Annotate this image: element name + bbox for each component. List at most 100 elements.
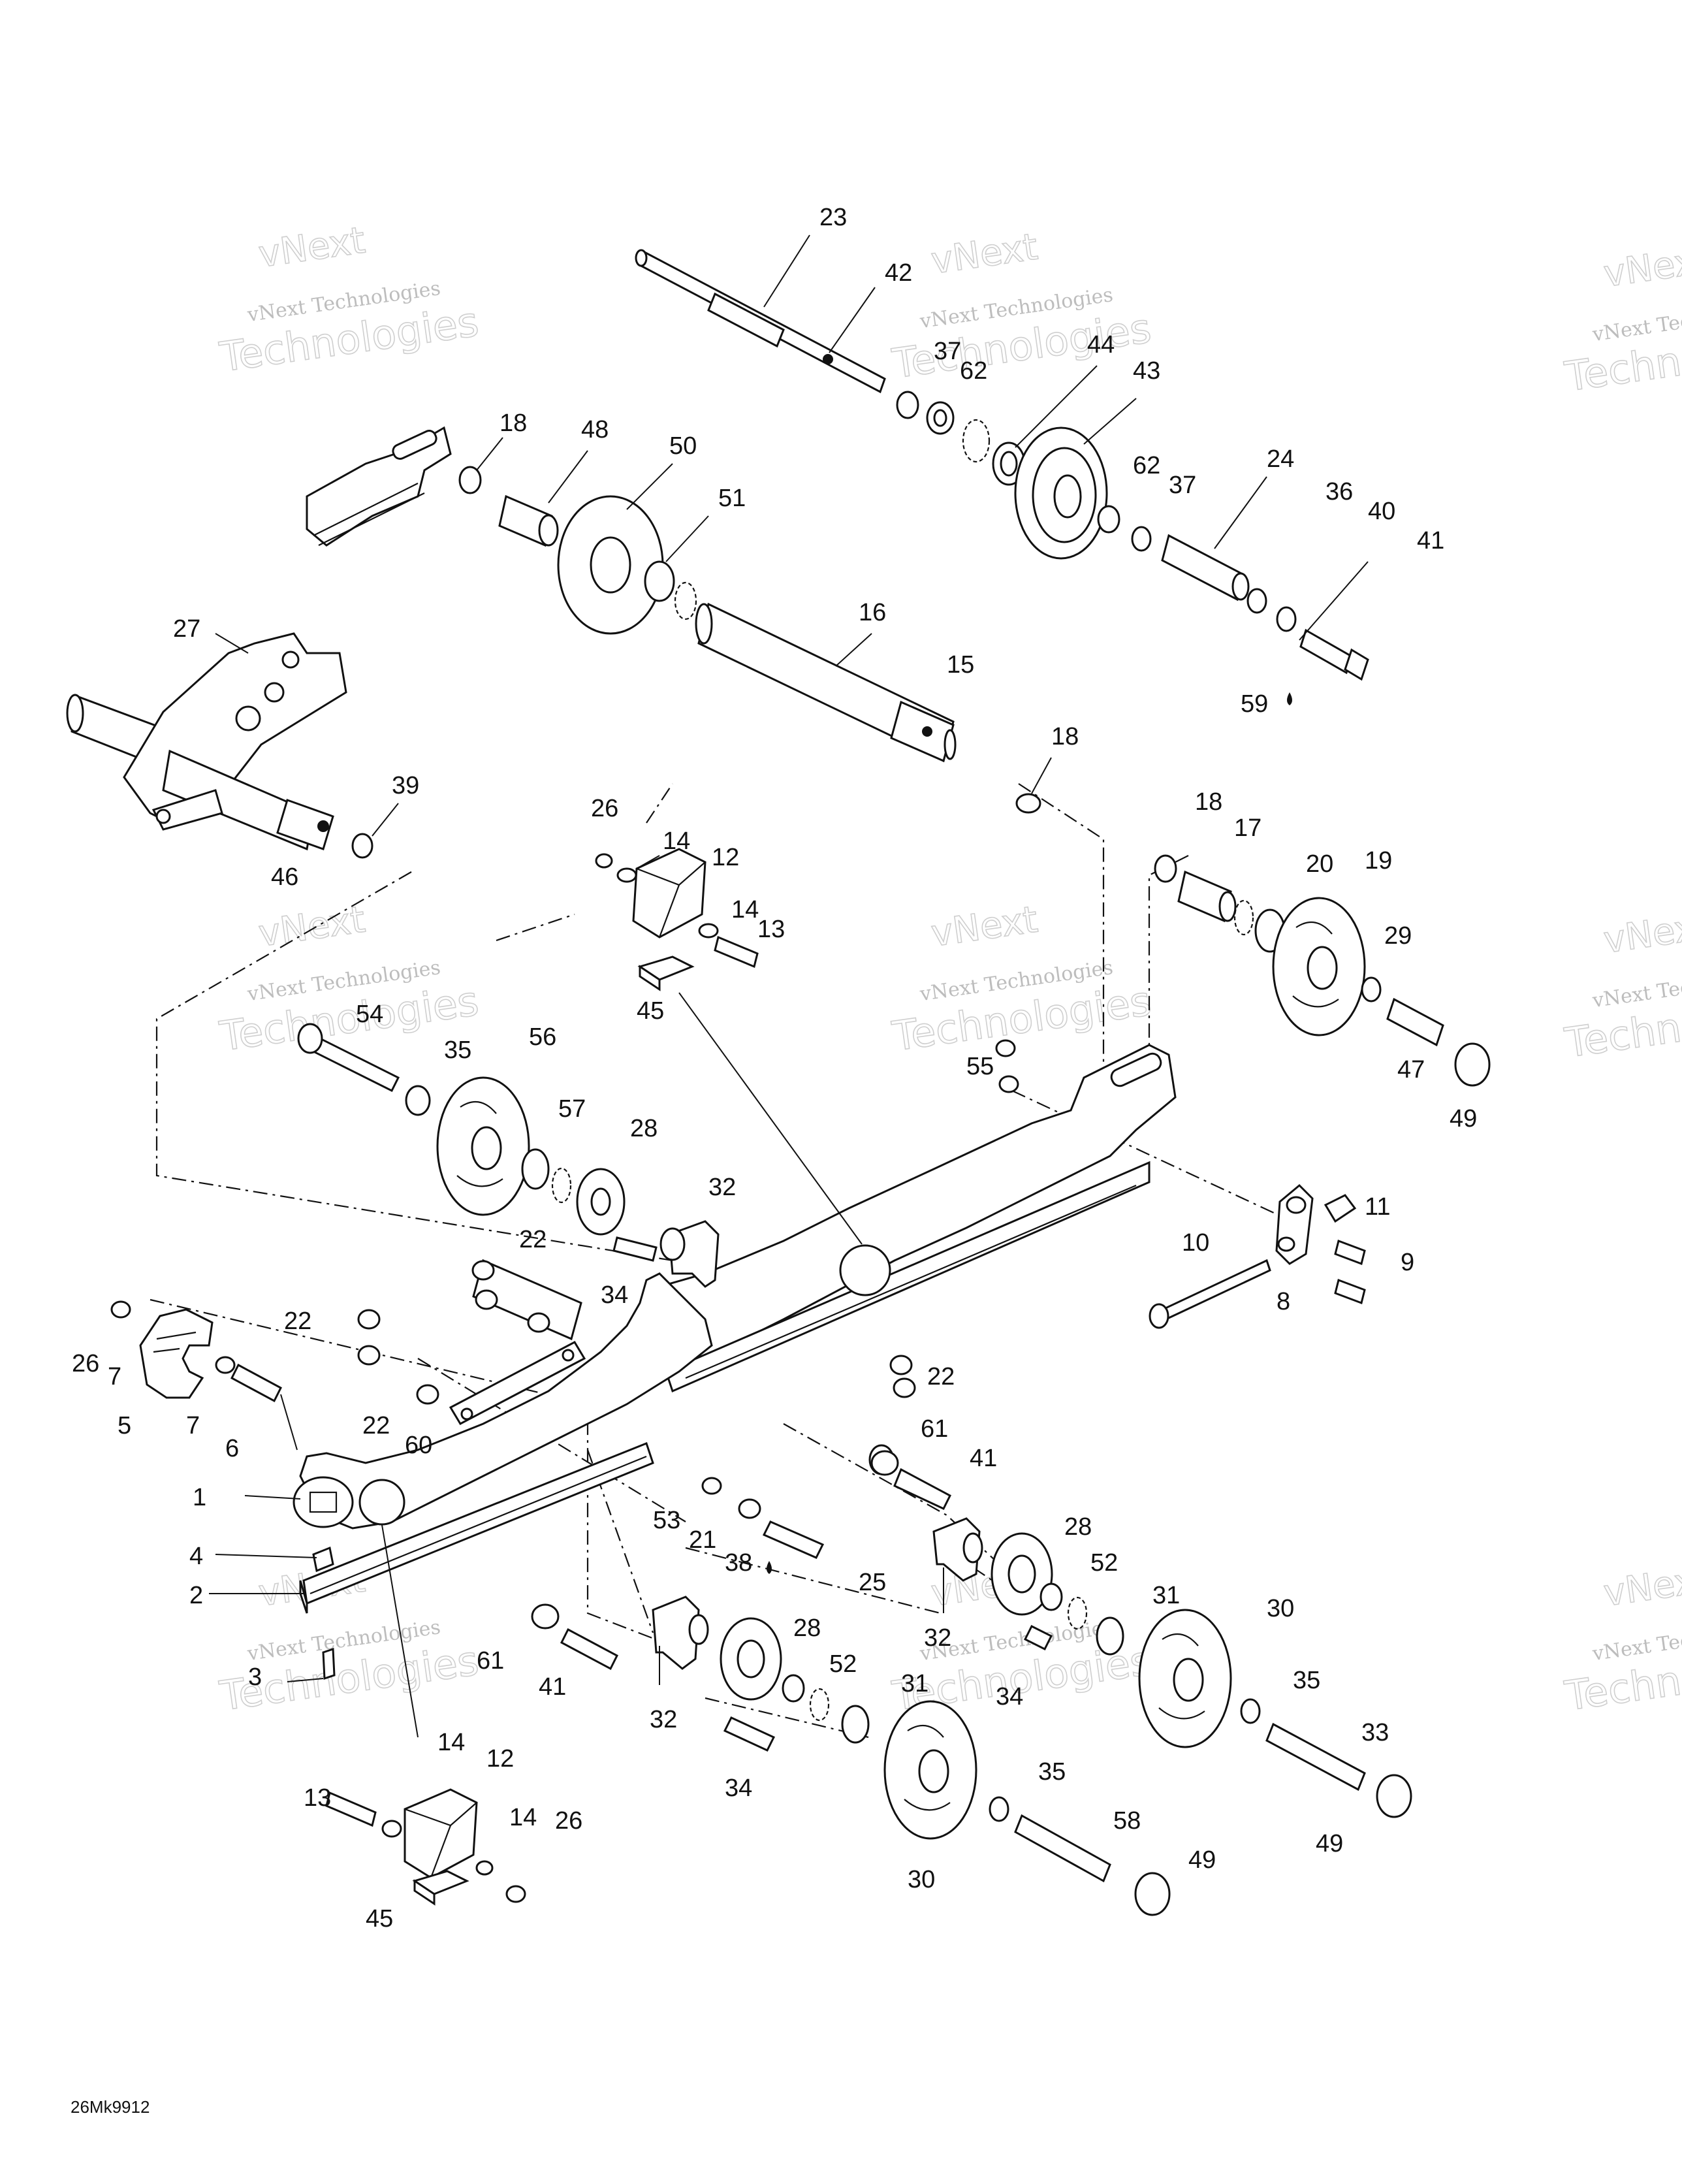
callout-label: 44 bbox=[1087, 331, 1115, 359]
rail-hardware bbox=[868, 1039, 1366, 1510]
callout-label: 35 bbox=[444, 1036, 471, 1064]
callout-label: 13 bbox=[757, 916, 785, 943]
idler-axle-23 bbox=[635, 249, 886, 394]
callout-label: 35 bbox=[1293, 1667, 1320, 1694]
callout-label: 19 bbox=[1365, 847, 1392, 875]
slider-block-12-top bbox=[595, 848, 759, 991]
callout-label: 5 bbox=[118, 1412, 131, 1439]
callout-label: 56 bbox=[529, 1023, 556, 1051]
front-bumper-5 bbox=[110, 1300, 282, 1403]
callout-label: 61 bbox=[921, 1415, 948, 1443]
shock-mount-32-top bbox=[612, 1220, 720, 1288]
callout-label: 7 bbox=[186, 1412, 200, 1439]
upper-left-wheel-assembly bbox=[306, 426, 697, 635]
svg-text:vNext: vNext bbox=[928, 226, 1040, 283]
callout-label: 49 bbox=[1450, 1105, 1477, 1132]
callout-label: 35 bbox=[1038, 1758, 1066, 1786]
callout-label: 41 bbox=[539, 1673, 566, 1701]
callout-label: 22 bbox=[519, 1226, 547, 1253]
shock-mount-32-bottom bbox=[652, 1596, 1171, 1916]
callout-label: 32 bbox=[924, 1624, 951, 1652]
callout-label: 21 bbox=[689, 1526, 716, 1554]
callout-label: 32 bbox=[650, 1706, 677, 1733]
callout-label: 18 bbox=[500, 410, 527, 437]
leader-lines bbox=[209, 234, 1369, 1738]
callout-label: 22 bbox=[284, 1308, 311, 1335]
callout-label: 2 bbox=[189, 1582, 203, 1609]
callout-label: 37 bbox=[934, 338, 961, 365]
shock-mount-32-right bbox=[932, 1517, 1412, 1818]
callout-label: 33 bbox=[1361, 1719, 1389, 1746]
callout-label: 22 bbox=[927, 1363, 955, 1390]
callout-label: 58 bbox=[1113, 1807, 1141, 1835]
callout-label: 53 bbox=[653, 1507, 680, 1534]
callout-label: 40 bbox=[1368, 498, 1395, 525]
callout-label: 26 bbox=[591, 795, 618, 822]
callout-label: 34 bbox=[725, 1774, 752, 1802]
callout-label: 25 bbox=[859, 1569, 886, 1596]
callout-label: 6 bbox=[225, 1435, 239, 1462]
front-left-wheel-56 bbox=[297, 1023, 626, 1236]
watermark: vNext vNext Technologies Technologies bbox=[216, 219, 482, 382]
callout-label: 32 bbox=[708, 1174, 736, 1201]
callout-label: 60 bbox=[405, 1432, 432, 1459]
callout-label: 52 bbox=[1090, 1549, 1118, 1577]
callout-label: 30 bbox=[908, 1866, 935, 1893]
drawing-code: 26Mk9912 bbox=[71, 2097, 150, 2117]
svg-text:vNext: vNext bbox=[256, 899, 368, 956]
callout-label: 62 bbox=[1133, 452, 1160, 479]
cross-shaft-16 bbox=[695, 602, 1041, 814]
callout-label: 7 bbox=[108, 1363, 121, 1390]
callout-label: 14 bbox=[663, 827, 690, 855]
callout-label: 29 bbox=[1384, 922, 1412, 950]
callout-label: 17 bbox=[1234, 814, 1262, 842]
callout-label: 18 bbox=[1195, 788, 1222, 816]
callout-label: 28 bbox=[793, 1614, 821, 1642]
svg-text:vNext: vNext bbox=[928, 899, 1040, 956]
callout-label: 31 bbox=[901, 1670, 928, 1697]
callout-label: 52 bbox=[829, 1650, 857, 1678]
callout-label: 16 bbox=[859, 599, 886, 626]
callout-label: 11 bbox=[1365, 1193, 1390, 1221]
watermark: vNext vNext Technologies Technologies bbox=[1561, 238, 1682, 402]
callout-label: 14 bbox=[509, 1804, 537, 1831]
callout-label: 3 bbox=[248, 1663, 262, 1691]
callout-label: 10 bbox=[1182, 1229, 1209, 1257]
callout-label: 59 bbox=[1241, 690, 1268, 718]
callout-label: 50 bbox=[669, 432, 697, 460]
svg-text:vNext: vNext bbox=[1601, 239, 1682, 296]
callout-label: 47 bbox=[1397, 1056, 1425, 1084]
callout-labels: 23 42 37 62 44 43 18 48 50 51 62 37 24 3… bbox=[72, 204, 1477, 1933]
watermark: vNext vNext Technologies Technologies bbox=[1561, 1558, 1682, 1721]
callout-label: 46 bbox=[271, 863, 298, 891]
callout-label: 43 bbox=[1133, 357, 1160, 385]
upper-wheel-assembly bbox=[896, 391, 1369, 705]
callout-label: 27 bbox=[173, 615, 200, 643]
callout-label: 1 bbox=[193, 1484, 206, 1511]
callout-label: 62 bbox=[960, 357, 987, 385]
watermark: vNext vNext Technologies Technologies bbox=[1561, 905, 1682, 1068]
mid-hardware bbox=[531, 1450, 899, 1671]
callout-label: 38 bbox=[725, 1549, 752, 1577]
svg-text:vNext: vNext bbox=[1601, 1558, 1682, 1615]
callout-label: 57 bbox=[558, 1095, 586, 1123]
callout-label: 15 bbox=[947, 651, 974, 679]
callout-label: 4 bbox=[189, 1543, 203, 1570]
watermark: vNext vNext Technologies Technologies bbox=[889, 898, 1154, 1061]
svg-text:vNext: vNext bbox=[1601, 905, 1682, 962]
callout-label: 13 bbox=[304, 1784, 331, 1812]
callout-label: 45 bbox=[366, 1905, 393, 1933]
callout-label: 8 bbox=[1277, 1288, 1290, 1315]
callout-label: 41 bbox=[1417, 527, 1444, 554]
callout-label: 14 bbox=[731, 896, 759, 923]
callout-label: 31 bbox=[1152, 1582, 1180, 1609]
callout-label: 24 bbox=[1267, 445, 1294, 473]
callout-label: 61 bbox=[477, 1647, 504, 1675]
callout-label: 12 bbox=[712, 844, 739, 871]
callout-label: 42 bbox=[885, 259, 912, 287]
slider-block-12-bottom bbox=[325, 1788, 526, 1906]
callout-label: 34 bbox=[601, 1281, 628, 1309]
rear-arm-27 bbox=[66, 632, 373, 859]
callout-label: 55 bbox=[966, 1053, 994, 1080]
